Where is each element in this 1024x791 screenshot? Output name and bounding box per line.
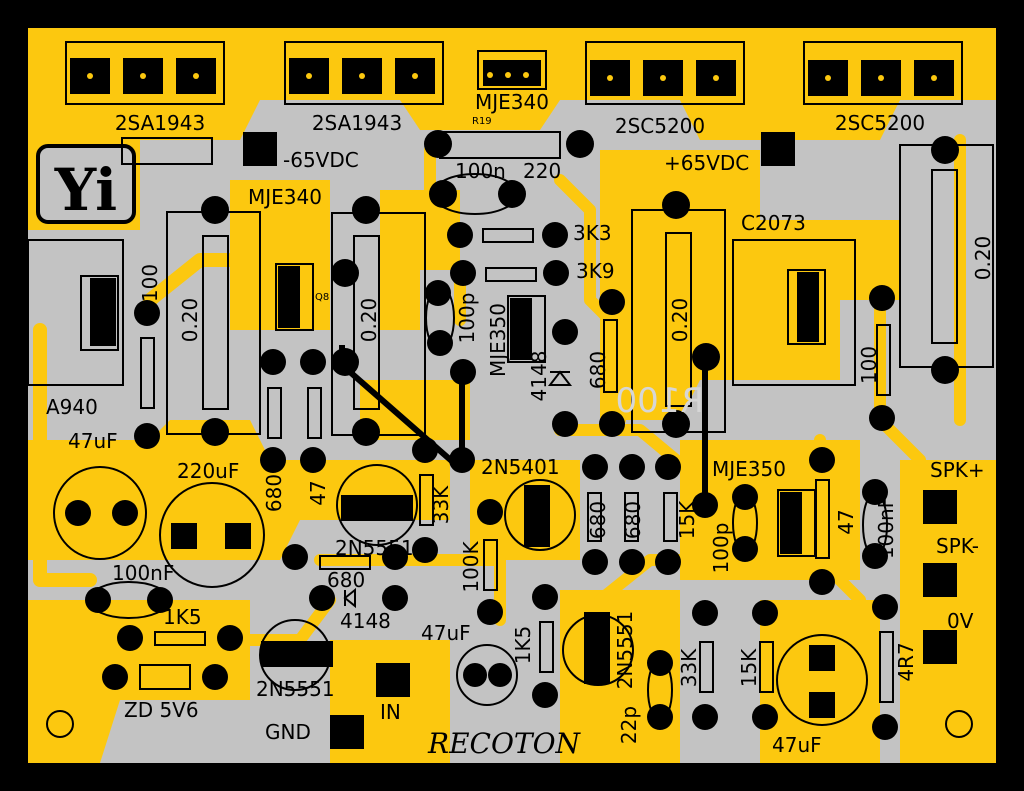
label-r15kb: 15K <box>737 648 761 687</box>
label-r020a: 0.20 <box>178 298 202 343</box>
label-r100b: 100 <box>857 346 881 384</box>
label-q8: Q8 <box>315 292 329 303</box>
transistor-2sa1943-left <box>65 41 225 105</box>
label-c100pa: 100p <box>455 293 479 344</box>
label-r220: 220 <box>523 159 561 183</box>
label-spk-pos: SPK+ <box>930 458 985 482</box>
label-a940: A940 <box>46 395 98 419</box>
label-r020b: 0.20 <box>357 298 381 343</box>
label-c100nfb: 100nF <box>112 561 174 585</box>
label-r680e: 680 <box>327 568 365 592</box>
label-2n5551c: 2N5551 <box>256 677 335 701</box>
label-r33ka: 33K <box>429 485 453 524</box>
label-r19: R19 <box>472 116 492 127</box>
round-pads <box>65 130 959 740</box>
label-q4: 2SC5200 <box>615 114 705 138</box>
label-r100k: 100K <box>459 540 483 592</box>
label-c47uc: 47uF <box>772 733 822 757</box>
zero-v-terminal <box>923 630 957 664</box>
label-spk-neg: SPK- <box>936 534 979 558</box>
label-mje340: MJE340 <box>248 185 322 209</box>
transistor-2sc5200-right <box>803 41 963 105</box>
label-q2: 2SA1943 <box>312 111 402 135</box>
label-r020c: 0.20 <box>668 298 692 343</box>
label-d4148a: 4148 <box>527 351 551 402</box>
label-r680d: 680 <box>621 501 645 539</box>
transistor-2sa1943-right <box>284 41 444 105</box>
label-mje350b: MJE350 <box>712 457 786 481</box>
label-r680b: 680 <box>262 474 286 512</box>
label-pos-supply: +65VDC <box>664 151 749 175</box>
label-2n5401: 2N5401 <box>481 455 560 479</box>
small-transistor-pads <box>90 266 819 684</box>
transistor-2sc5200-left <box>585 41 745 105</box>
yi-logo: Yi <box>36 144 136 224</box>
spk-pos-terminal <box>923 490 957 524</box>
label-r47a: 47 <box>306 480 330 505</box>
label-c47ub: 47uF <box>421 621 471 645</box>
label-c100nfa: 100nF <box>874 497 898 559</box>
label-neg-supply: -65VDC <box>283 148 359 172</box>
mirrored-ref-label: R100 <box>615 381 704 421</box>
label-c100n: 100n <box>455 159 506 183</box>
label-r3k3: 3K3 <box>573 221 612 245</box>
label-c100pb: 100p <box>709 523 733 574</box>
label-r020d: 0.20 <box>971 236 995 281</box>
label-in: IN <box>380 700 401 724</box>
label-r47b: 47 <box>834 509 858 534</box>
label-r3k9: 3K9 <box>576 259 615 283</box>
label-r15ka: 15K <box>675 500 699 539</box>
label-c2073: C2073 <box>741 211 806 235</box>
silkscreen-labels: 2SA1943 2SA1943 MJE340 2SC5200 2SC5200 R… <box>46 90 995 760</box>
label-2n5551b: 2N5551 <box>613 611 637 690</box>
terminal-pads <box>46 132 973 749</box>
label-c47ua: 47uF <box>68 429 118 453</box>
label-r1k5a: 1K5 <box>163 605 202 629</box>
label-r680a: 680 <box>586 351 610 389</box>
label-gnd: GND <box>265 720 311 744</box>
label-q1: 2SA1943 <box>115 111 205 135</box>
label-zener: ZD 5V6 <box>124 698 199 722</box>
label-2n5551a: 2N5551 <box>335 536 414 560</box>
label-r100a: 100 <box>138 264 162 302</box>
logo-text: Yi <box>54 156 117 224</box>
label-r33kb: 33K <box>677 648 701 687</box>
label-r680c: 680 <box>586 501 610 539</box>
label-c22p: 22p <box>617 706 641 744</box>
label-r1k5b: 1K5 <box>511 626 535 665</box>
gnd-terminal <box>330 715 364 749</box>
label-c220u: 220uF <box>177 459 239 483</box>
label-r4r7: 4R7 <box>894 642 918 681</box>
brand-label: RECOTON <box>427 727 582 760</box>
label-q3: MJE340 <box>475 90 549 114</box>
spk-neg-terminal <box>923 563 957 597</box>
label-q5: 2SC5200 <box>835 111 925 135</box>
label-mje350a: MJE350 <box>486 303 510 377</box>
label-0v: 0V <box>947 609 974 633</box>
transistor-mje340-top <box>477 50 547 90</box>
in-terminal <box>376 663 410 697</box>
label-d4148b: 4148 <box>340 609 391 633</box>
